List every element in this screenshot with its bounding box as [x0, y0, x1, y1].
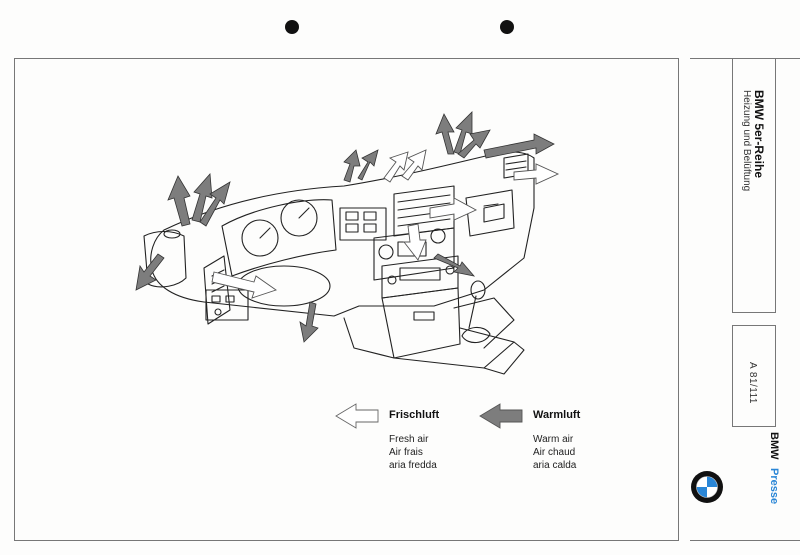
sheet-subtitle: Heizung und Belüftung [741, 90, 752, 192]
brand-name: BMW [768, 432, 780, 460]
fresh-air-arrows [211, 149, 560, 299]
warm-air-legend-icon [479, 403, 523, 429]
dashboard-illustration [135, 111, 560, 429]
warm-air-line-2: Air chaud [533, 447, 576, 458]
fresh-air-line-2: Air frais [389, 447, 423, 458]
reference-box [732, 325, 776, 427]
fresh-air-line-1: Fresh air [389, 434, 429, 445]
warm-air-line-1: Warm air [533, 434, 574, 445]
fresh-air-line-3: aria fredda [389, 460, 437, 471]
punch-hole-left [285, 20, 299, 34]
warm-air-arrows [135, 111, 555, 343]
brand-section: Presse [768, 468, 780, 505]
title-box [732, 58, 776, 313]
warm-air-title: Warmluft [533, 409, 581, 421]
reference-number: A 81/111 [747, 362, 758, 404]
illustration-frame [14, 58, 679, 541]
sheet-title: BMW 5er-Reihe [752, 90, 766, 179]
warm-air-line-3: aria calda [533, 460, 577, 471]
fresh-air-title: Frischluft [389, 409, 440, 421]
bmw-roundel-icon [691, 471, 723, 503]
punch-hole-right [500, 20, 514, 34]
fresh-air-legend-icon [335, 403, 379, 429]
